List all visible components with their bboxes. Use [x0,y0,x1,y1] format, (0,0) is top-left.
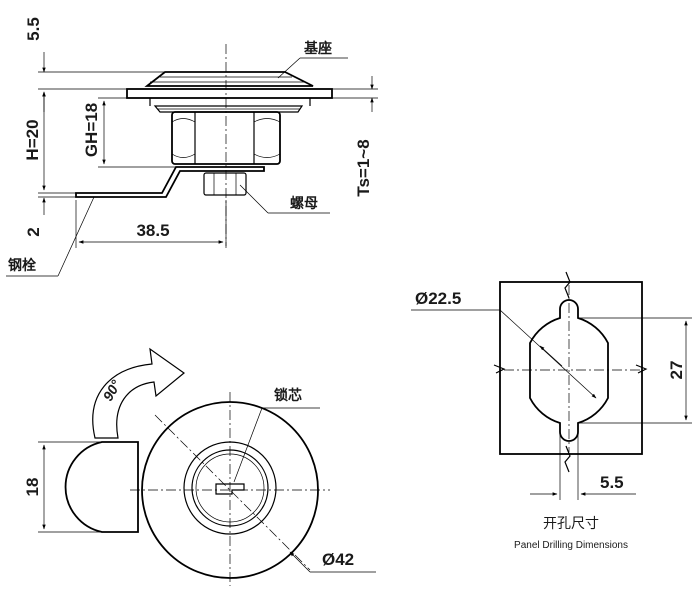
dim-length-label: 38.5 [136,221,169,240]
side-view: 5.5 H=20 2 GH=18 Ts=1~8 38.5 基座 [6,17,378,277]
label-base: 基座 [304,40,332,57]
label-core: 锁芯 [274,387,302,404]
cutout-flat-label: 27 [667,361,686,380]
cutout-slot-label: 5.5 [600,473,624,492]
front-view: 90° 18 Ø42 锁芯 [23,347,376,586]
panel-plate [499,281,643,455]
cam-tongue [64,441,139,533]
panel-cutout: Ø22.5 27 5.5 开孔尺寸 Panel Drilling Dimensi… [411,271,692,551]
label-cam: 钢栓 [8,257,36,274]
rotation-arrow [92,347,185,439]
dim-cam-width-label: 18 [23,478,42,497]
rotation-label: 90° [99,377,124,404]
label-nut: 螺母 [290,195,318,212]
dim-top-label: 5.5 [24,17,43,41]
dim-grip-label: GH=18 [82,103,101,157]
base-flange [126,88,333,99]
washer [153,105,304,113]
cutout-diameter-label: Ø22.5 [415,289,461,308]
small-nut [203,172,247,196]
dim-thickness-label: Ts=1~8 [354,139,373,196]
dim-height-label: H=20 [23,119,42,160]
cam-plate [75,166,265,198]
cutout-caption-cn: 开孔尺寸 [543,516,599,532]
dim-diameter-label: Ø42 [322,550,354,569]
lock-cap [144,71,314,87]
dim-bottom-label: 2 [24,227,43,236]
key-slot [215,483,245,495]
cutout-caption-en: Panel Drilling Dimensions [514,540,628,551]
